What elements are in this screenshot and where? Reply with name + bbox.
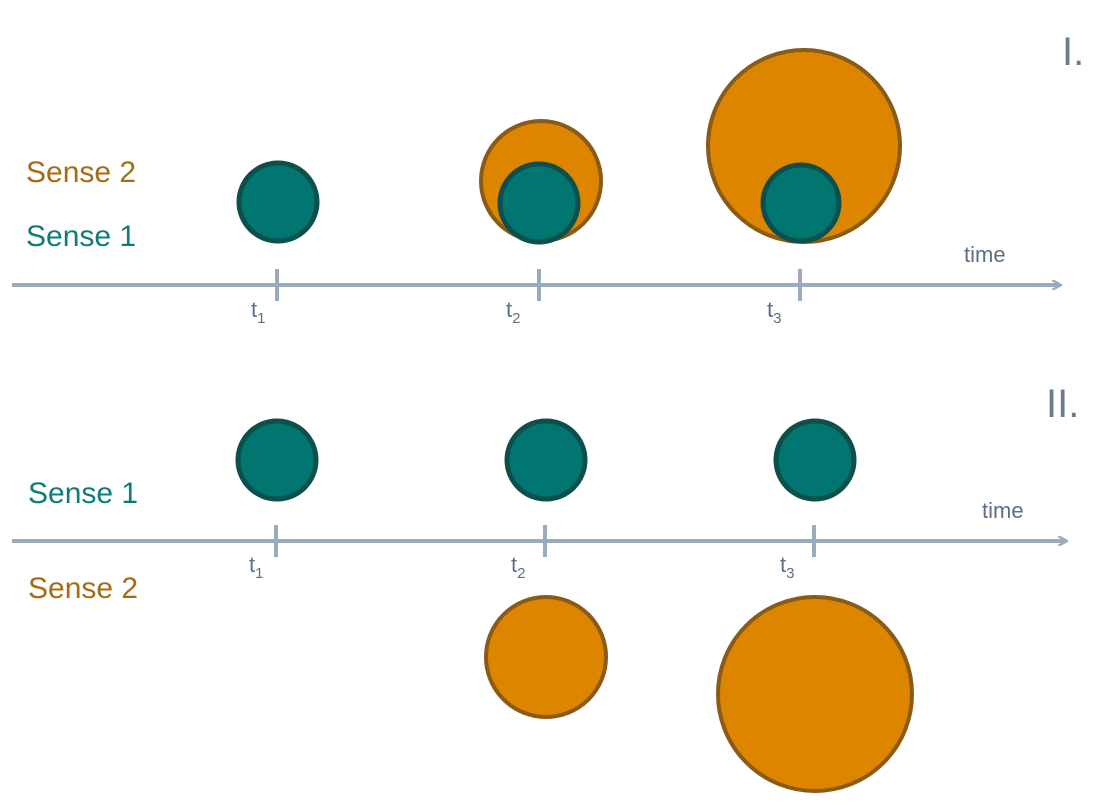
panel-2-sense-1-circle-t2: [504, 418, 588, 502]
panel-2-tick-label-t3: t3: [780, 552, 794, 582]
panel-2-sense-2-circle-t3: [716, 595, 914, 793]
panel-2-numeral: II.: [1046, 382, 1079, 426]
panel-2-sense-1-circle-t3: [773, 418, 857, 502]
panel-2-label-sense-1: Sense 1: [28, 477, 138, 510]
panel-1-label-sense-1: Sense 1: [26, 220, 136, 253]
panel-1-sense-1-circle-t2: [497, 161, 581, 245]
panel-2-tick-label-t1: t1: [249, 552, 263, 582]
panel-2-sense-2-circle-t2: [484, 595, 608, 719]
panel-1-tick-label-t3: t3: [767, 297, 781, 327]
panel-1-sense-1-circle-t3: [760, 162, 842, 244]
panel-1-numeral: I.: [1062, 30, 1084, 74]
panel-1-label-sense-2: Sense 2: [26, 156, 136, 189]
panel-1: I. Sense 2 Sense 1 time t1 t2 t3: [12, 30, 1084, 327]
panel-1-sense-1-circle-t1: [236, 160, 320, 244]
panel-1-tick-label-t1: t1: [251, 297, 265, 327]
panel-2: II. Sense 1 Sense 2 time t1 t2 t3: [12, 382, 1079, 793]
panel-1-tick-label-t2: t2: [506, 297, 520, 327]
panel-1-axis-label: time: [964, 242, 1006, 267]
panel-2-axis-label: time: [982, 498, 1024, 523]
panel-2-label-sense-2: Sense 2: [28, 572, 138, 605]
panel-2-tick-label-t2: t2: [511, 552, 525, 582]
panel-2-sense-1-circle-t1: [235, 418, 319, 502]
